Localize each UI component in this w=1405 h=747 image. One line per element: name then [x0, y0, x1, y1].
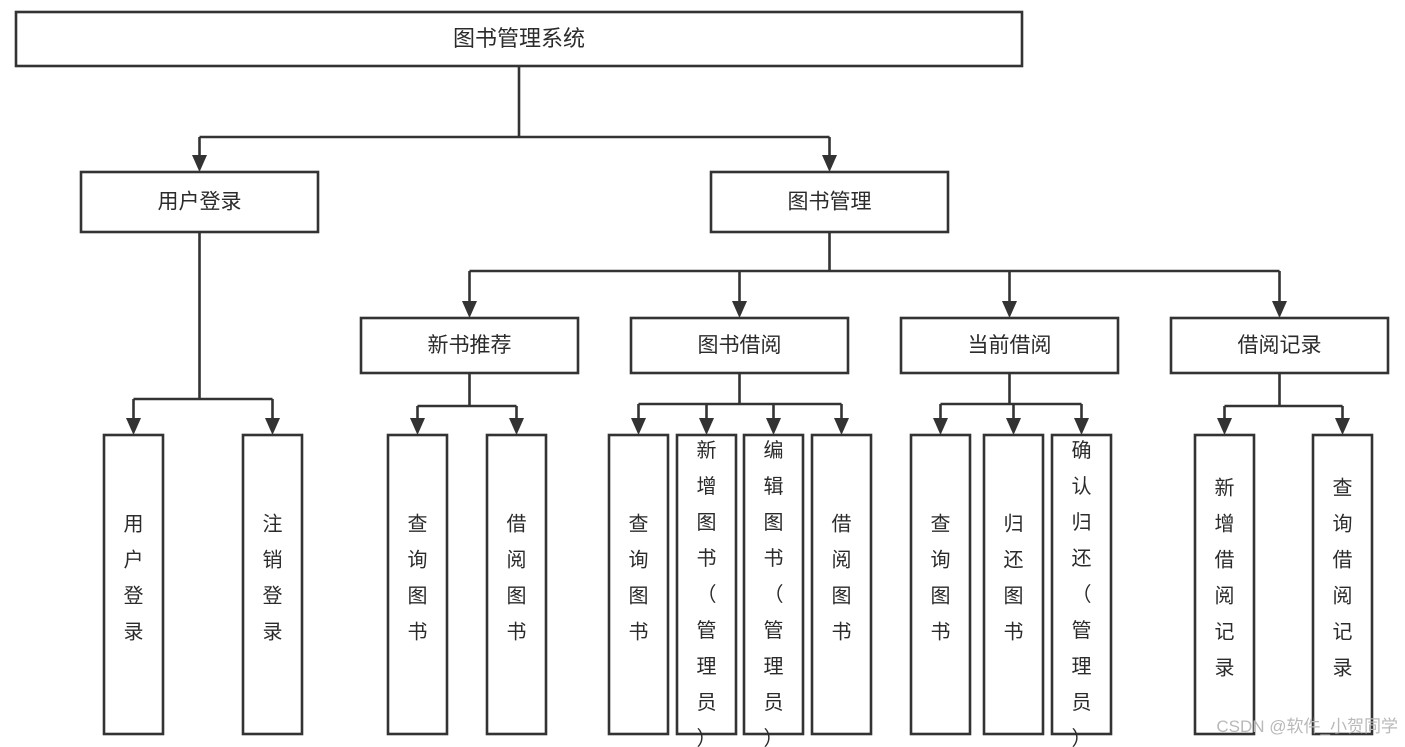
node-编辑图书管理员[interactable]: 编辑图书（管理员）: [742, 433, 805, 747]
node-border: [1169, 316, 1390, 375]
node-查询借阅记录[interactable]: 查询借阅记录: [1311, 433, 1374, 736]
arrow-head-icon: [126, 418, 141, 435]
node-label: 图书借阅: [698, 334, 782, 357]
node-label: 借阅记录: [1238, 334, 1322, 357]
node-border: [1311, 433, 1374, 736]
node-label: 借阅图书: [832, 513, 852, 644]
arrow-head-icon: [192, 155, 207, 172]
node-图书借阅[interactable]: 图书借阅: [629, 316, 850, 375]
node-新书推荐[interactable]: 新书推荐: [359, 316, 580, 375]
node-border: [909, 433, 972, 736]
arrow-head-icon: [1006, 418, 1021, 435]
node-border: [79, 170, 320, 234]
node-新增借阅记录[interactable]: 新增借阅记录: [1193, 433, 1256, 736]
arrow-head-icon: [732, 301, 747, 318]
node-当前借阅[interactable]: 当前借阅: [899, 316, 1120, 375]
arrow-head-icon: [265, 418, 280, 435]
arrow-head-icon: [699, 418, 714, 435]
arrow-head-icon: [462, 301, 477, 318]
node-border: [14, 10, 1024, 68]
node-border: [899, 316, 1120, 375]
node-借阅记录[interactable]: 借阅记录: [1169, 316, 1390, 375]
node-归还图书[interactable]: 归还图书: [982, 433, 1045, 736]
node-label: 图书管理: [788, 191, 872, 214]
arrow-head-icon: [509, 418, 524, 435]
arrow-head-icon: [1335, 418, 1350, 435]
node-label: 查询图书: [408, 513, 428, 644]
node-border: [241, 433, 304, 736]
node-新增图书管理员[interactable]: 新增图书（管理员）: [675, 433, 738, 747]
arrow-head-icon: [822, 155, 837, 172]
node-border: [709, 170, 950, 234]
node-label: 查询图书: [629, 513, 649, 644]
node-border: [810, 433, 873, 736]
node-确认归还管理员[interactable]: 确认归还（管理员）: [1050, 433, 1113, 747]
node-借阅图书[interactable]: 借阅图书: [485, 433, 548, 736]
node-border: [1193, 433, 1256, 736]
node-label: 借阅图书: [507, 513, 527, 644]
arrow-head-icon: [631, 418, 646, 435]
node-注销登录[interactable]: 注销登录: [241, 433, 304, 736]
node-查询图书[interactable]: 查询图书: [909, 433, 972, 736]
arrow-head-icon: [410, 418, 425, 435]
node-label: 用户登录: [124, 514, 144, 644]
node-border: [607, 433, 670, 736]
node-图书管理[interactable]: 图书管理: [709, 170, 950, 234]
csdn-watermark: CSDN @软件_小贺同学: [1216, 717, 1398, 736]
arrow-head-icon: [1002, 301, 1017, 318]
node-查询图书[interactable]: 查询图书: [386, 433, 449, 736]
node-layer: 图书管理系统用户登录图书管理新书推荐图书借阅当前借阅借阅记录用户登录注销登录查询…: [14, 10, 1390, 747]
node-查询图书[interactable]: 查询图书: [607, 433, 670, 736]
node-label: 用户登录: [158, 191, 242, 214]
node-label: 当前借阅: [968, 334, 1052, 357]
node-label: 归还图书: [1004, 513, 1024, 644]
node-border: [386, 433, 449, 736]
node-border: [982, 433, 1045, 736]
arrow-head-icon: [766, 418, 781, 435]
node-借阅图书[interactable]: 借阅图书: [810, 433, 873, 736]
node-label: 确认归还（管理员）: [1072, 439, 1092, 747]
node-border: [675, 433, 738, 736]
arrow-head-icon: [1074, 418, 1089, 435]
node-label: 查询借阅记录: [1333, 477, 1353, 680]
node-用户登录[interactable]: 用户登录: [102, 433, 165, 736]
node-label: 查询图书: [931, 513, 951, 644]
node-label: 编辑图书（管理员）: [764, 439, 784, 747]
node-label: 注销登录: [263, 513, 283, 644]
node-border: [359, 316, 580, 375]
arrow-head-icon: [933, 418, 948, 435]
node-用户登录[interactable]: 用户登录: [79, 170, 320, 234]
node-border: [742, 433, 805, 736]
node-border: [485, 433, 548, 736]
node-label: 图书管理系统: [453, 26, 585, 51]
node-border: [102, 433, 165, 736]
node-border: [629, 316, 850, 375]
node-label: 新增借阅记录: [1215, 477, 1235, 680]
connector-layer: [126, 66, 1350, 435]
arrow-head-icon: [1272, 301, 1287, 318]
node-图书管理系统[interactable]: 图书管理系统: [14, 10, 1024, 68]
arrow-head-icon: [834, 418, 849, 435]
node-border: [1050, 433, 1113, 736]
node-label: 新书推荐: [428, 334, 512, 357]
node-label: 新增图书（管理员）: [697, 439, 717, 747]
arrow-head-icon: [1217, 418, 1232, 435]
